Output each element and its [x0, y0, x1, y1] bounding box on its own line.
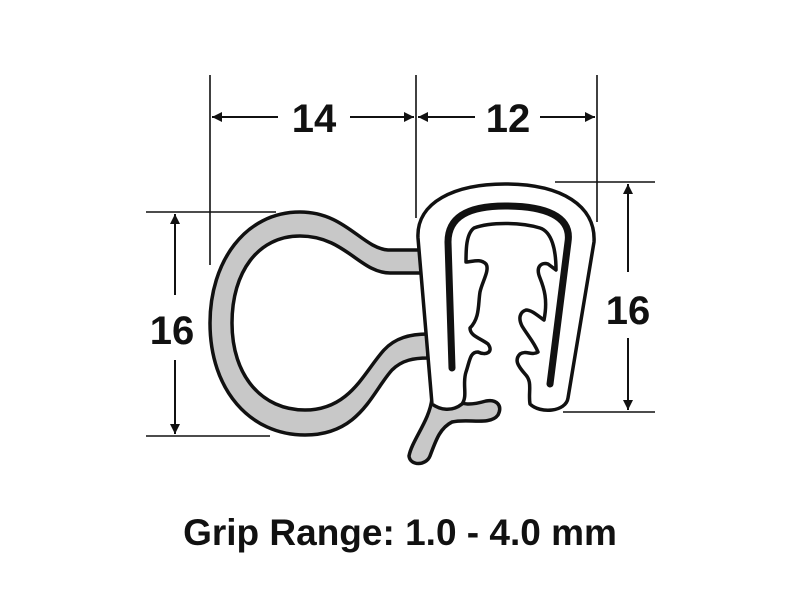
dimension-height-left: 16: [150, 309, 195, 353]
dimension-height-right: 16: [606, 289, 651, 333]
seal-metal-core: [444, 202, 572, 388]
dimension-width-right: 12: [486, 97, 531, 141]
seal-bulb-hollow: [230, 234, 430, 412]
dimension-width-left: 14: [292, 97, 337, 141]
seal-lip: [407, 396, 502, 466]
extension-lines: [146, 75, 655, 437]
grip-range-caption: Grip Range: 1.0 - 4.0 mm: [183, 512, 617, 553]
seal-clip: [416, 182, 596, 412]
dimension-arrows: [170, 112, 633, 434]
